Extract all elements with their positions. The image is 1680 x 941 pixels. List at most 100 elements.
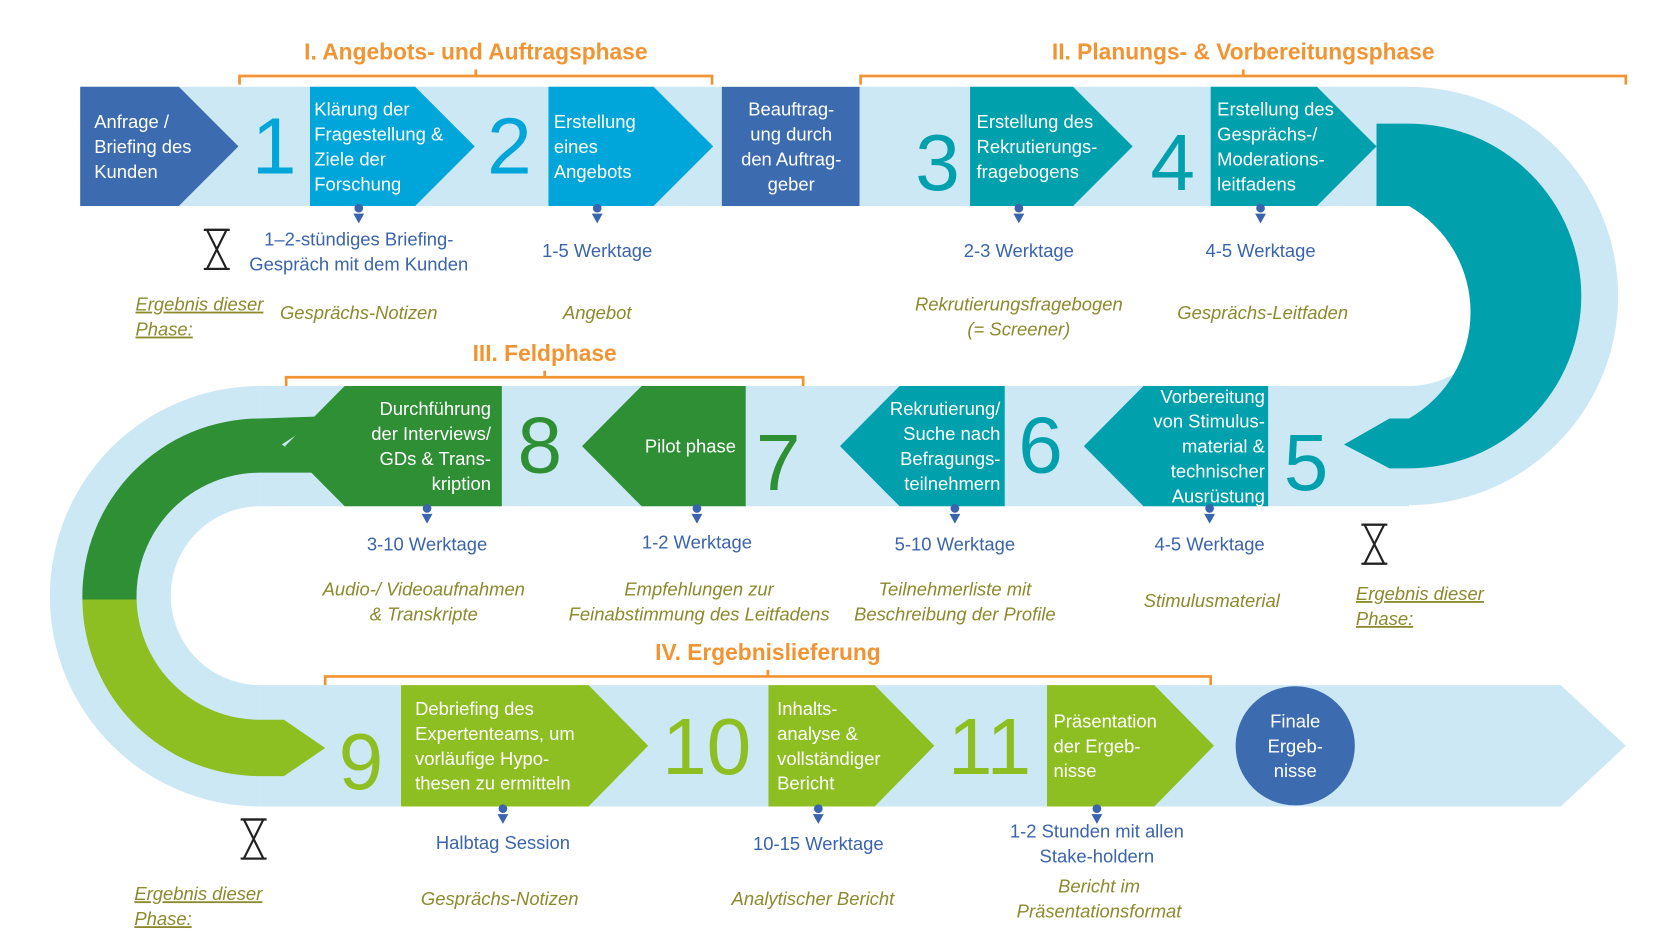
step-result: Gesprächs-Notizen	[280, 302, 438, 323]
step-label-line: Rekrutierung/	[890, 398, 1001, 419]
step-number: 8	[517, 400, 562, 490]
step-number: 3	[915, 117, 960, 207]
step-label-line: fragebogens	[977, 161, 1079, 182]
step-result-line: Rekrutierungsfragebogen	[915, 294, 1123, 315]
step-number: 4	[1150, 117, 1195, 207]
start-request-label-line: Anfrage /	[94, 111, 170, 132]
phase-bracket	[238, 69, 714, 85]
step-label-line: Befragungs-	[900, 448, 1000, 469]
step-label-line: Forschung	[314, 173, 401, 194]
step-chevron	[768, 685, 935, 807]
step-number: 10	[662, 701, 751, 791]
step-number: 2	[487, 101, 532, 191]
phase-title: II. Planungs- & Vorbereitungsphase	[1052, 39, 1435, 65]
hourglass-icon	[1361, 523, 1388, 565]
step-chevron	[401, 685, 649, 807]
pin-marker-icon	[691, 504, 703, 524]
step-duration-line: Halbtag Session	[436, 832, 570, 853]
commission-label: Beauftrag-ung durch den Auftrag-geber	[741, 99, 841, 195]
pin-marker-icon	[1013, 203, 1025, 224]
step-label-line: kription	[432, 473, 491, 494]
step-duration-line: 1-2 Stunden mit allen	[1010, 820, 1184, 841]
step-label-line: Fragestellung &	[314, 123, 443, 144]
step-result-line: Analytischer Bericht	[731, 888, 896, 909]
step-duration: 10-15 Werktage	[753, 833, 884, 854]
step-label-line: vorläufige Hypo-	[415, 748, 549, 769]
step-label-line: der Ergeb-	[1054, 735, 1141, 756]
step-duration-line: 3-10 Werktage	[367, 534, 487, 555]
step-result: Analytischer Bericht	[731, 888, 896, 909]
hourglass-icon	[240, 818, 267, 860]
step-result: Rekrutierungsfragebogen(= Screener)	[915, 294, 1123, 340]
pin-marker-icon	[949, 504, 961, 524]
commission-label-line: den Auftrag-	[741, 148, 841, 169]
step-chevron	[582, 385, 746, 507]
step-label-line: Suche nach	[903, 423, 1000, 444]
pin-marker-icon	[1091, 804, 1103, 824]
step-label-line: teilnehmern	[904, 473, 1000, 494]
pin-marker-icon	[353, 203, 365, 224]
step-number: 5	[1284, 417, 1329, 507]
commission-label-line: Beauftrag-	[748, 99, 834, 120]
step-result-line: Angebot	[562, 302, 632, 323]
step-label-line: Ausrüstung	[1172, 485, 1265, 506]
step-result: Bericht im Präsentationsformat	[1017, 876, 1183, 922]
step-number: 11	[948, 701, 1031, 791]
step-result-line: Teilnehmerliste mit	[879, 579, 1033, 600]
commission-label-line: ung durch	[750, 123, 832, 144]
step-label-line: Ziele der	[314, 148, 386, 169]
step-chevron	[309, 86, 475, 207]
step-label-line: thesen zu ermitteln	[415, 773, 571, 794]
step-duration-line: 10-15 Werktage	[753, 833, 884, 854]
commission-box	[721, 86, 860, 207]
step-label-line: GDs & Trans-	[380, 448, 491, 469]
step-label-line: Erstellung des	[1217, 99, 1334, 120]
commission-label-line: geber	[768, 173, 815, 194]
pin-marker-icon	[1255, 203, 1266, 224]
step-result-line: & Transkripte	[370, 604, 478, 625]
step-result-line: Bericht im	[1058, 876, 1140, 897]
step-duration-line: 4-5 Werktage	[1155, 534, 1265, 555]
step-result: Stimulusmaterial	[1144, 590, 1281, 611]
step-label-line: technischer	[1171, 461, 1265, 482]
step-duration-line: 4-5 Werktage	[1205, 240, 1315, 261]
hourglass-icon	[203, 228, 230, 270]
phase-bracket	[859, 69, 1628, 85]
final-results-label-line: Finale	[1270, 710, 1320, 731]
pin-marker-icon	[591, 203, 603, 224]
step-duration: 1–2-stündiges Briefing-Gespräch mit dem …	[249, 229, 468, 275]
step-chevron	[840, 385, 1005, 507]
step-result: Audio-/ Videoaufnahmen & Transkripte	[322, 579, 525, 625]
phase-title: III. Feldphase	[473, 340, 617, 366]
start-request-chevron	[80, 86, 239, 207]
pin-marker-icon	[812, 804, 824, 824]
step-label-line: Angebots	[554, 161, 632, 182]
pin-marker-icon	[421, 504, 433, 524]
step-result: Angebot	[562, 302, 632, 323]
step-duration: 5-10 Werktage	[895, 534, 1015, 555]
step-result-line: Gesprächs-Leitfaden	[1177, 302, 1348, 323]
step-label-line: Gesprächs-/	[1217, 123, 1318, 144]
start-request-label-line: Briefing des	[94, 136, 191, 157]
final-results-label-line: Ergeb-	[1268, 735, 1323, 756]
lime-curve-arrow	[82, 599, 326, 777]
step-result-line: Audio-/ Videoaufnahmen	[322, 579, 525, 600]
step-label-line: Klärung der	[314, 99, 409, 120]
step-duration-line: 1-5 Werktage	[542, 240, 652, 261]
step-label-line: analyse &	[777, 723, 858, 744]
teal-curve-arrow	[1344, 123, 1582, 469]
step-duration: 1-5 Werktage	[542, 240, 652, 261]
phase-result-label-line: Phase:	[1356, 608, 1413, 629]
step-result-line: Präsentationsformat	[1017, 901, 1183, 922]
step-label-line: leitfadens	[1217, 173, 1296, 194]
